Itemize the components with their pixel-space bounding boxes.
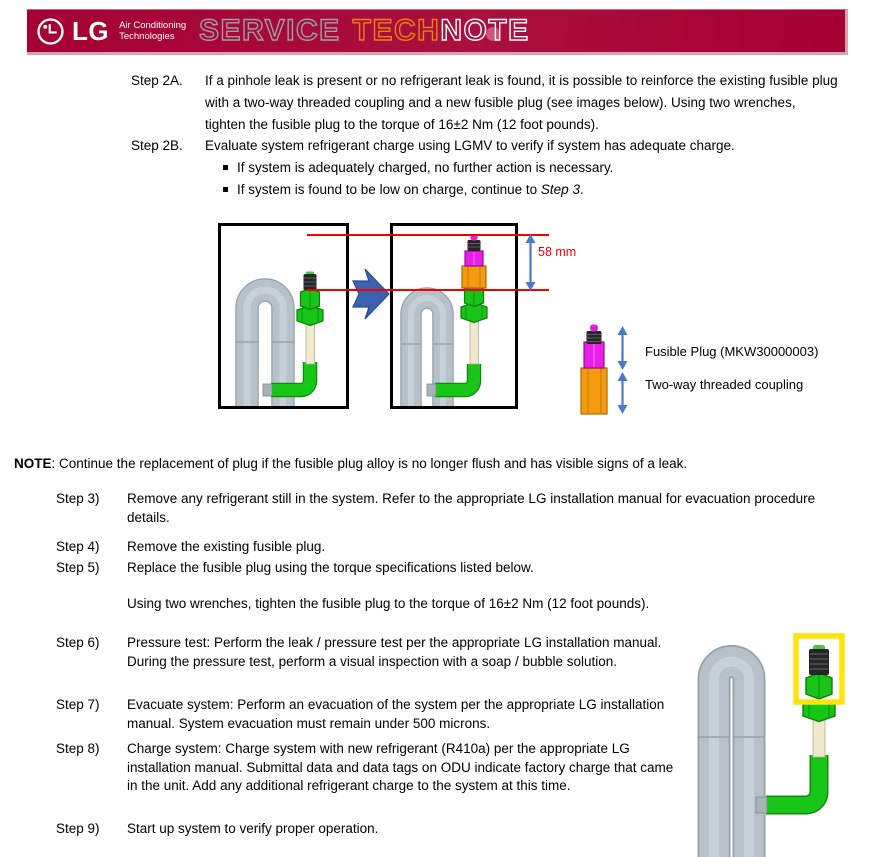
header-banner: LG Air Conditioning Technologies SERVICE… [27,9,848,55]
step-row-7: Step 7) Evacuate system: Perform an evac… [56,696,687,733]
step-text: If a pinhole leak is present or no refri… [205,73,838,132]
note-o-dot-decoration [486,27,500,41]
square-bullet-icon [223,165,228,171]
reinforcement-figure: 58 mm Fusible Plug (MKW30000003) Two-way… [0,222,874,418]
step-label: Step 7) [56,697,100,712]
title-tech: TECH [352,13,441,47]
bullet-text-step-ref: Step 3 [540,181,580,197]
step-text: Pressure test: Perform the leak / pressu… [127,635,662,669]
before-pipe-image [218,223,349,410]
dimension-line-top [307,234,549,236]
torque-instruction: Using two wrenches, tighten the fusible … [127,596,650,611]
legend-arrow-fusible-plug-icon [617,326,628,370]
bullet-item: If system is adequately charged, no furt… [223,157,839,179]
brand-subtitle-line1: Air Conditioning [119,20,187,31]
step-row-3: Step 3) Remove any refrigerant still in … [56,490,843,527]
step-text: Replace the fusible plug using the torqu… [127,560,534,575]
bullet-text-pre: If system is found to be low on charge, … [237,181,541,197]
fusible-plug-legend-image [580,324,608,415]
dimension-label: 58 mm [538,245,577,259]
step-text: Evaluate system refrigerant charge using… [205,135,839,200]
odu-fusible-plug-image [692,617,874,857]
note-label: NOTE [14,456,52,471]
step-row-8: Step 8) Charge system: Charge system wit… [56,740,687,796]
dimension-arrow-icon [525,234,536,291]
brand-subtitle: Air Conditioning Technologies [119,20,186,42]
step-row-5: Step 5) Replace the fusible plug using t… [56,559,843,578]
note-text: : Continue the replacement of plug if th… [51,456,688,471]
step-label: Step 2A. [131,73,183,88]
lg-brand-block: LG Air Conditioning Technologies [27,17,186,46]
step-text: Start up system to verify proper operati… [127,821,379,836]
step-label: Step 8) [56,741,100,756]
brand-subtitle-line2: Technologies [119,31,175,42]
intro-steps: Step 2A. If a pinhole leak is present or… [131,70,843,201]
title-note: NOTE [440,13,530,47]
step-text: Remove any refrigerant still in the syst… [127,491,816,525]
bullet-text: If system is found to be low on charge, … [237,179,584,201]
step-label: Step 3) [56,491,100,506]
step-row-6: Step 6) Pressure test: Perform the leak … [56,634,687,671]
note-paragraph: NOTE: Continue the replacement of plug i… [14,455,866,474]
title-service: SERVICE [198,13,341,47]
pipe-assembly-after [400,234,488,410]
step-row-9: Step 9) Start up system to verify proper… [56,820,687,839]
square-bullet-icon [223,186,228,192]
bullet-text-post: . [579,181,584,197]
step-row-2a: Step 2A. If a pinhole leak is present or… [131,70,843,135]
step-2b-lead: Evaluate system refrigerant charge using… [205,138,735,154]
lg-wordmark: LG [72,16,110,46]
arrow-right-icon [352,268,390,320]
step-label: Step 5) [56,560,100,575]
bullet-text: If system is adequately charged, no furt… [237,160,614,176]
legend-label-coupling: Two-way threaded coupling [645,377,804,392]
step-label: Step 6) [56,635,100,650]
after-pipe-image [390,223,518,410]
step-text: Remove the existing fusible plug. [127,539,326,554]
legend-arrow-coupling-icon [617,372,628,414]
pipe-assembly-before [235,271,324,410]
step-label: Step 4) [56,539,100,554]
legend-label-fusible-plug: Fusible Plug (MKW30000003) [645,344,819,359]
dimension-line-bottom [307,289,549,291]
page-title: SERVICE TECH NOTE [198,10,530,52]
step-label: Step 2B. [131,138,183,154]
lg-logo-icon [37,17,64,45]
step-text: Charge system: Charge system with new re… [127,741,674,794]
yellow-highlight-box [793,633,845,705]
step-text: Evacuate system: Perform an evacuation o… [127,697,665,731]
step-label: Step 9) [56,821,100,836]
step-row-4: Step 4) Remove the existing fusible plug… [56,538,843,557]
pipe-assembly-highlighted [697,633,845,857]
bullet-item: If system is found to be low on charge, … [223,179,839,201]
step-row-2b: Step 2B. Evaluate system refrigerant cha… [131,135,843,200]
